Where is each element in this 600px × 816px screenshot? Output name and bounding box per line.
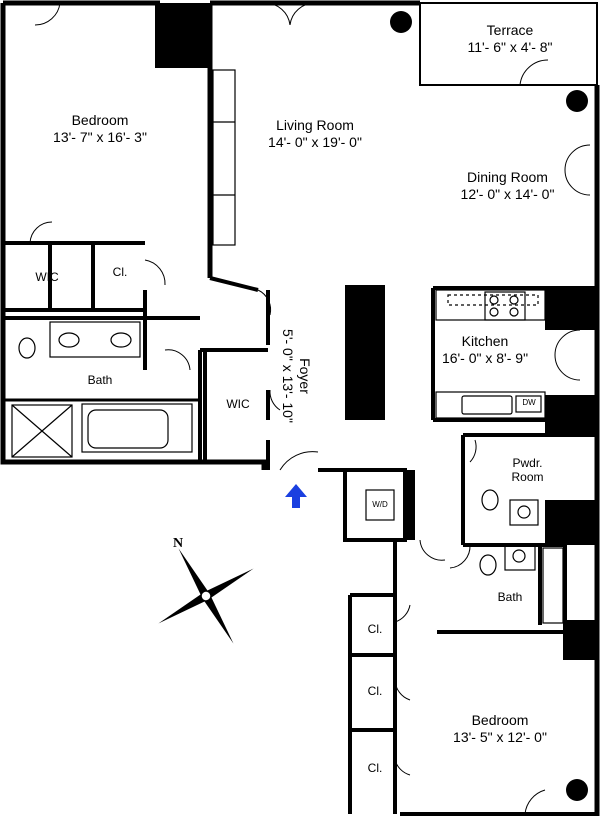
wic-2-label: WIC [226, 397, 250, 411]
closet-4-label: Cl. [367, 761, 383, 775]
compass-rose-icon [158, 548, 254, 644]
outer-wall [0, 3, 267, 470]
dishwasher-label: DW [522, 398, 536, 407]
entry-arrow-icon [285, 484, 307, 508]
closet-3-label: Cl. [367, 684, 383, 698]
closet-2-label: Cl. [367, 622, 383, 636]
washer-dryer-label: W/D [372, 500, 388, 509]
bath-1-label: Bath [87, 373, 113, 387]
powder-room-label: Pwdr.Room [511, 456, 544, 484]
closet-1-label: Cl. [112, 265, 128, 279]
bath-2-label: Bath [497, 590, 523, 604]
wic-1-label: WIC [35, 270, 59, 284]
compass-north-label: N [172, 536, 184, 551]
